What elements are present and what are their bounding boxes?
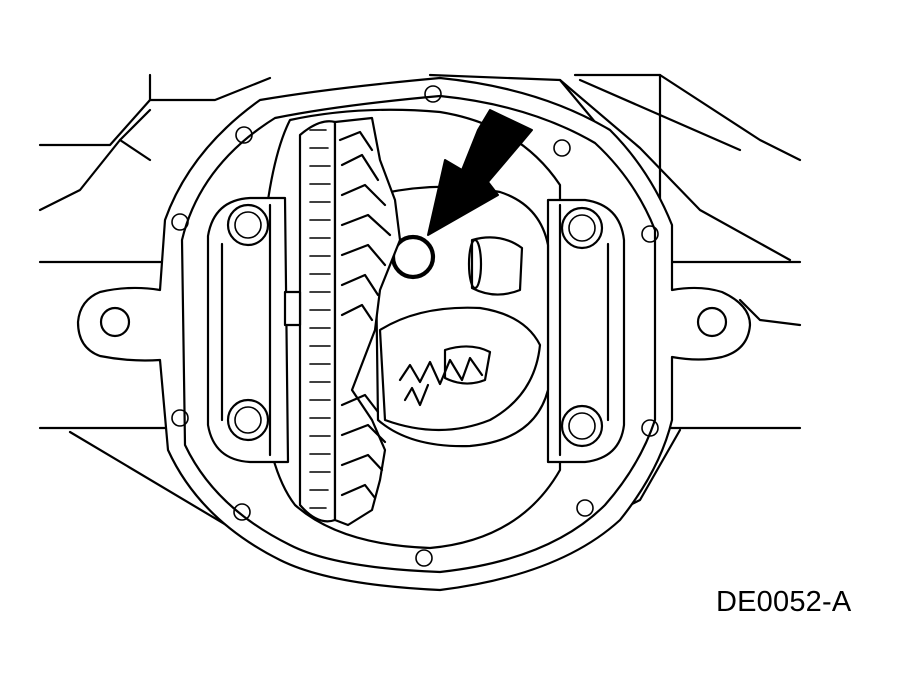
left-bearing-cap (206, 196, 290, 464)
bearing-cap-bolts (226, 203, 604, 448)
differential-case (373, 185, 550, 448)
ring-gear (283, 116, 402, 527)
axle-housing-background (38, 73, 802, 562)
figure-id-label: DE0052-A (716, 586, 852, 618)
right-bearing-cap (546, 198, 626, 464)
callout-arrow (427, 109, 533, 236)
